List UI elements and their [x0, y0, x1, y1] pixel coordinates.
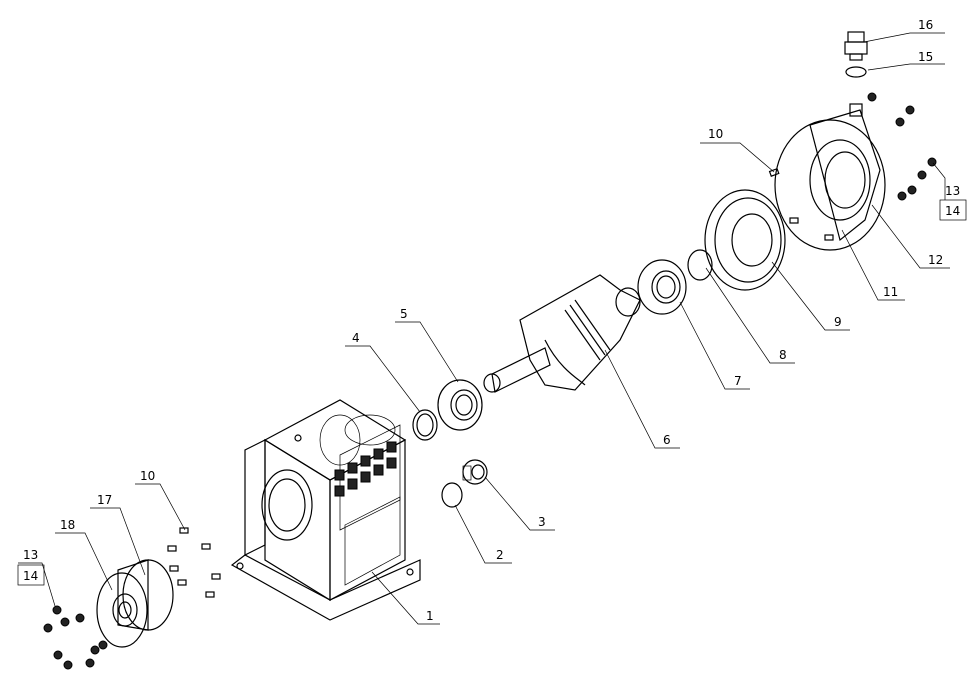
part-4-seal — [412, 409, 438, 441]
callout-9: 9 — [834, 315, 842, 329]
callout-12: 12 — [928, 253, 943, 267]
callout-13: 13 — [945, 184, 960, 198]
part-10-pins — [167, 167, 834, 598]
callout-7: 7 — [734, 374, 742, 388]
part-11-rear-housing — [774, 109, 886, 251]
housing-ribs — [334, 441, 397, 497]
part-5-bearing — [437, 379, 483, 431]
callout-14: 14 — [945, 204, 960, 218]
callout-17: 17 — [97, 493, 112, 507]
callout-4: 4 — [352, 331, 360, 345]
part-6-crankshaft — [483, 274, 641, 393]
part-13-14-nuts-left — [43, 605, 108, 670]
callout-15: 15 — [918, 50, 933, 64]
callout-10: 10 — [708, 127, 723, 141]
part-17-flange — [117, 559, 174, 631]
callout-6: 6 — [663, 433, 671, 447]
leader-lines — [17, 32, 967, 625]
part-2-o-ring — [441, 482, 463, 508]
part-1-crankcase — [230, 399, 421, 621]
callout-16: 16 — [918, 18, 933, 32]
callout-14-left: 14 — [23, 569, 38, 583]
part-7-bearing — [637, 259, 687, 315]
part-8-circlip — [687, 249, 713, 281]
callout-1: 1 — [426, 609, 434, 623]
callout-18: 18 — [60, 518, 75, 532]
part-15-washer — [845, 66, 867, 78]
part-16-fitting — [844, 31, 868, 61]
callout-3: 3 — [538, 515, 546, 529]
callout-2: 2 — [496, 548, 504, 562]
part-18-cover — [96, 572, 148, 648]
crankpin-rings — [564, 299, 611, 361]
part-3-plug — [462, 459, 488, 485]
callout-8: 8 — [779, 348, 787, 362]
callout-11: 11 — [883, 285, 898, 299]
callout-10-left: 10 — [140, 469, 155, 483]
callout-13-left: 13 — [23, 548, 38, 562]
callout-5: 5 — [400, 307, 408, 321]
housing-boss — [849, 103, 863, 117]
part-13-14-nuts-right — [867, 92, 937, 201]
part-9-end-cover — [704, 189, 786, 291]
